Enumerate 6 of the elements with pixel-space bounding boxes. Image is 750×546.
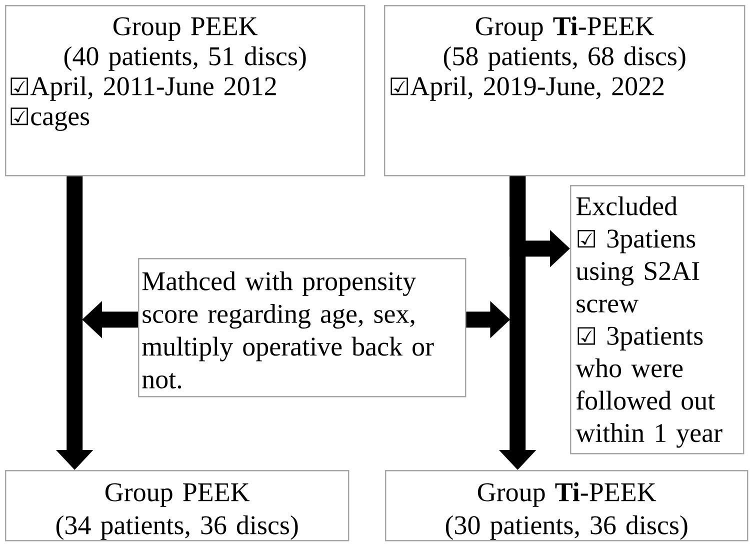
process-box: Group Ti-PEEK (30 patients, 36 discs)	[385, 470, 748, 542]
process-box: Group PEEK (40 patients, 51 discs) ☑April, 2011-June 2012 ☑cages	[5, 5, 366, 176]
process-box: Group Ti-PEEK (58 patients, 68 discs) ☑April, 2019-June, 2022	[384, 5, 746, 176]
exclusion-box: Excluded ☑ 3patiens using S2AI screw ☑ 3patients who were followed out within 1 year	[570, 185, 744, 454]
process-box: Mathced with propensity score regarding age, sex, multiply operative back or not.	[138, 258, 466, 398]
process-box: Group PEEK (34 patients, 36 discs)	[5, 470, 350, 542]
